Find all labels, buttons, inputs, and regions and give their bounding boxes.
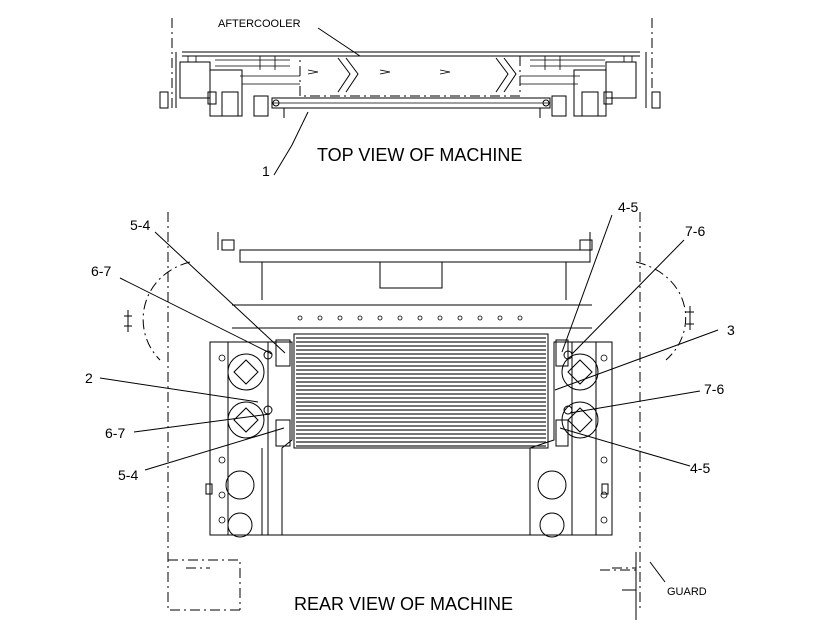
top-view-drawing — [159, 18, 661, 118]
callout-2: 2 — [85, 370, 93, 386]
callout-7-6-lower: 7-6 — [704, 381, 724, 397]
callout-5-4-upper: 5-4 — [130, 217, 150, 233]
aftercooler-core — [293, 333, 549, 449]
rear-view-title: REAR VIEW OF MACHINE — [294, 594, 513, 614]
callout-3: 3 — [727, 322, 735, 338]
rear-view-drawing — [124, 212, 694, 620]
top-view-title: TOP VIEW OF MACHINE — [317, 145, 522, 165]
callout-1: 1 — [262, 163, 270, 179]
leader-lines — [99, 27, 719, 583]
callout-4-5-upper: 4-5 — [618, 199, 638, 215]
callout-4-5-lower: 4-5 — [690, 460, 710, 476]
callout-6-7-lower: 6-7 — [105, 425, 125, 441]
guard-label: GUARD — [667, 586, 707, 598]
callout-5-4-lower: 5-4 — [118, 467, 138, 483]
callout-6-7-upper: 6-7 — [91, 263, 111, 279]
aftercooler-label: AFTERCOOLER — [218, 18, 301, 30]
callout-7-6-upper: 7-6 — [685, 223, 705, 239]
bolt-row — [297, 315, 523, 321]
left-side-plate — [209, 339, 293, 538]
